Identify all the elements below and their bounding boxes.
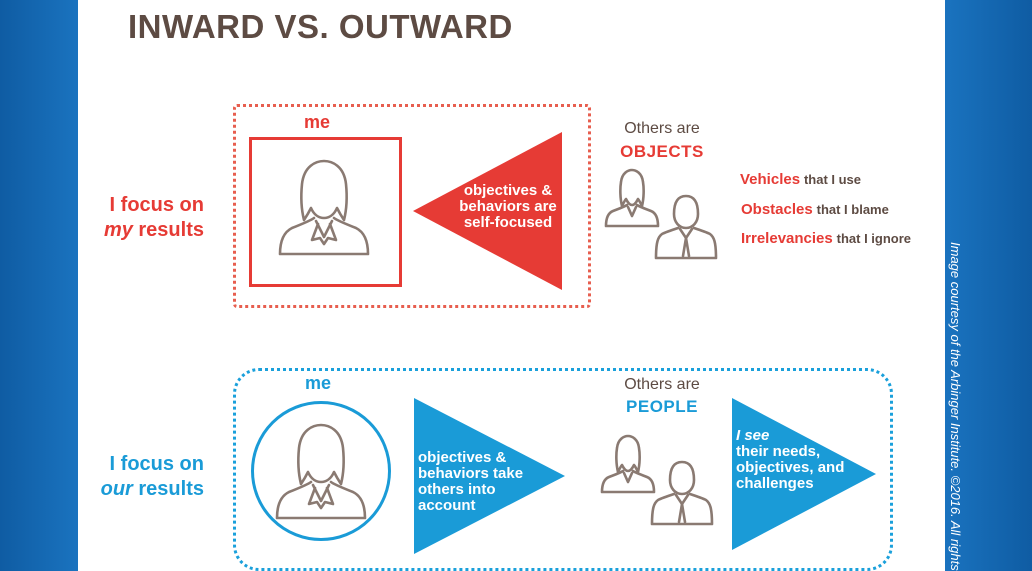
outward-arrow-line: others into (418, 481, 496, 498)
image-credit: Image courtesy of the Arbinger Institute… (948, 242, 963, 571)
inward-focus-line1: I focus on (109, 194, 204, 216)
outward-see-line: their needs, (736, 443, 821, 460)
outward-me-circle (251, 401, 391, 541)
male-person-icon (654, 194, 718, 260)
list-item-term: Obstacles (741, 201, 813, 218)
male-person-icon (650, 460, 714, 526)
page-title: INWARD VS. OUTWARD (128, 8, 513, 45)
list-item: Obstacles that I blame (741, 201, 889, 218)
inward-arrow-line: objectives & (463, 182, 553, 199)
outward-me-label: me (305, 373, 332, 393)
female-person-icon (600, 434, 656, 494)
others-people-icon (600, 434, 714, 526)
inward-others-are: Others are (624, 120, 700, 137)
inward-focus-label: I focus on my results (92, 193, 204, 243)
list-item-rest: that I blame (816, 202, 889, 217)
outward-arrow-text: objectives & behaviors take others into … (418, 450, 523, 514)
outward-see-line: objectives, and (736, 459, 845, 476)
others-objects-icon (604, 168, 718, 260)
inward-dotted-box (233, 104, 591, 308)
right-blue-edge (945, 0, 1032, 571)
outward-see-arrow (732, 398, 876, 550)
outward-focus-rest: results (132, 478, 204, 500)
inward-me-label: me (304, 112, 331, 132)
outward-focus-em: our (100, 478, 133, 500)
left-blue-edge (0, 0, 78, 571)
outward-focus-line2: our results (92, 477, 204, 502)
list-item-rest: that I ignore (836, 231, 912, 246)
outward-arrow-line: objectives & (418, 449, 507, 466)
diagram-panel: INWARD VS. OUTWARD I focus on my results… (78, 0, 945, 571)
outward-arrow (414, 398, 565, 554)
outward-others-are: Others are (624, 376, 700, 393)
outward-focus-label: I focus on our results (92, 452, 204, 502)
female-person-icon (278, 159, 370, 256)
outward-see-line: challenges (736, 475, 814, 492)
inward-arrow-line: behaviors are (459, 198, 557, 215)
outward-see-em: I see (736, 427, 770, 444)
inward-me-frame (249, 137, 402, 287)
inward-arrow-line: self-focused (463, 214, 553, 231)
list-item: Vehicles that I use (740, 171, 861, 188)
inward-category: OBJECTS (620, 142, 704, 161)
outward-arrow-line: account (418, 497, 476, 514)
outward-dotted-box (233, 368, 893, 571)
inward-focus-em: my (103, 219, 133, 241)
outward-see-text: I see their needs, objectives, and chall… (736, 428, 844, 492)
outward-category: PEOPLE (626, 397, 698, 416)
list-item-term: Irrelevancies (741, 230, 833, 247)
inward-focus-rest: results (132, 219, 204, 241)
list-item-term: Vehicles (740, 171, 801, 188)
female-person-icon (275, 423, 367, 520)
outward-arrow-line: behaviors take (418, 465, 524, 482)
list-item: Irrelevancies that I ignore (741, 230, 911, 247)
inward-arrow (413, 132, 562, 290)
outward-focus-line1: I focus on (109, 453, 204, 475)
inward-focus-line2: my results (92, 218, 204, 243)
inward-arrow-text: objectives & behaviors are self-focused (458, 183, 558, 231)
female-person-icon (604, 168, 660, 228)
list-item-rest: that I use (803, 172, 862, 187)
